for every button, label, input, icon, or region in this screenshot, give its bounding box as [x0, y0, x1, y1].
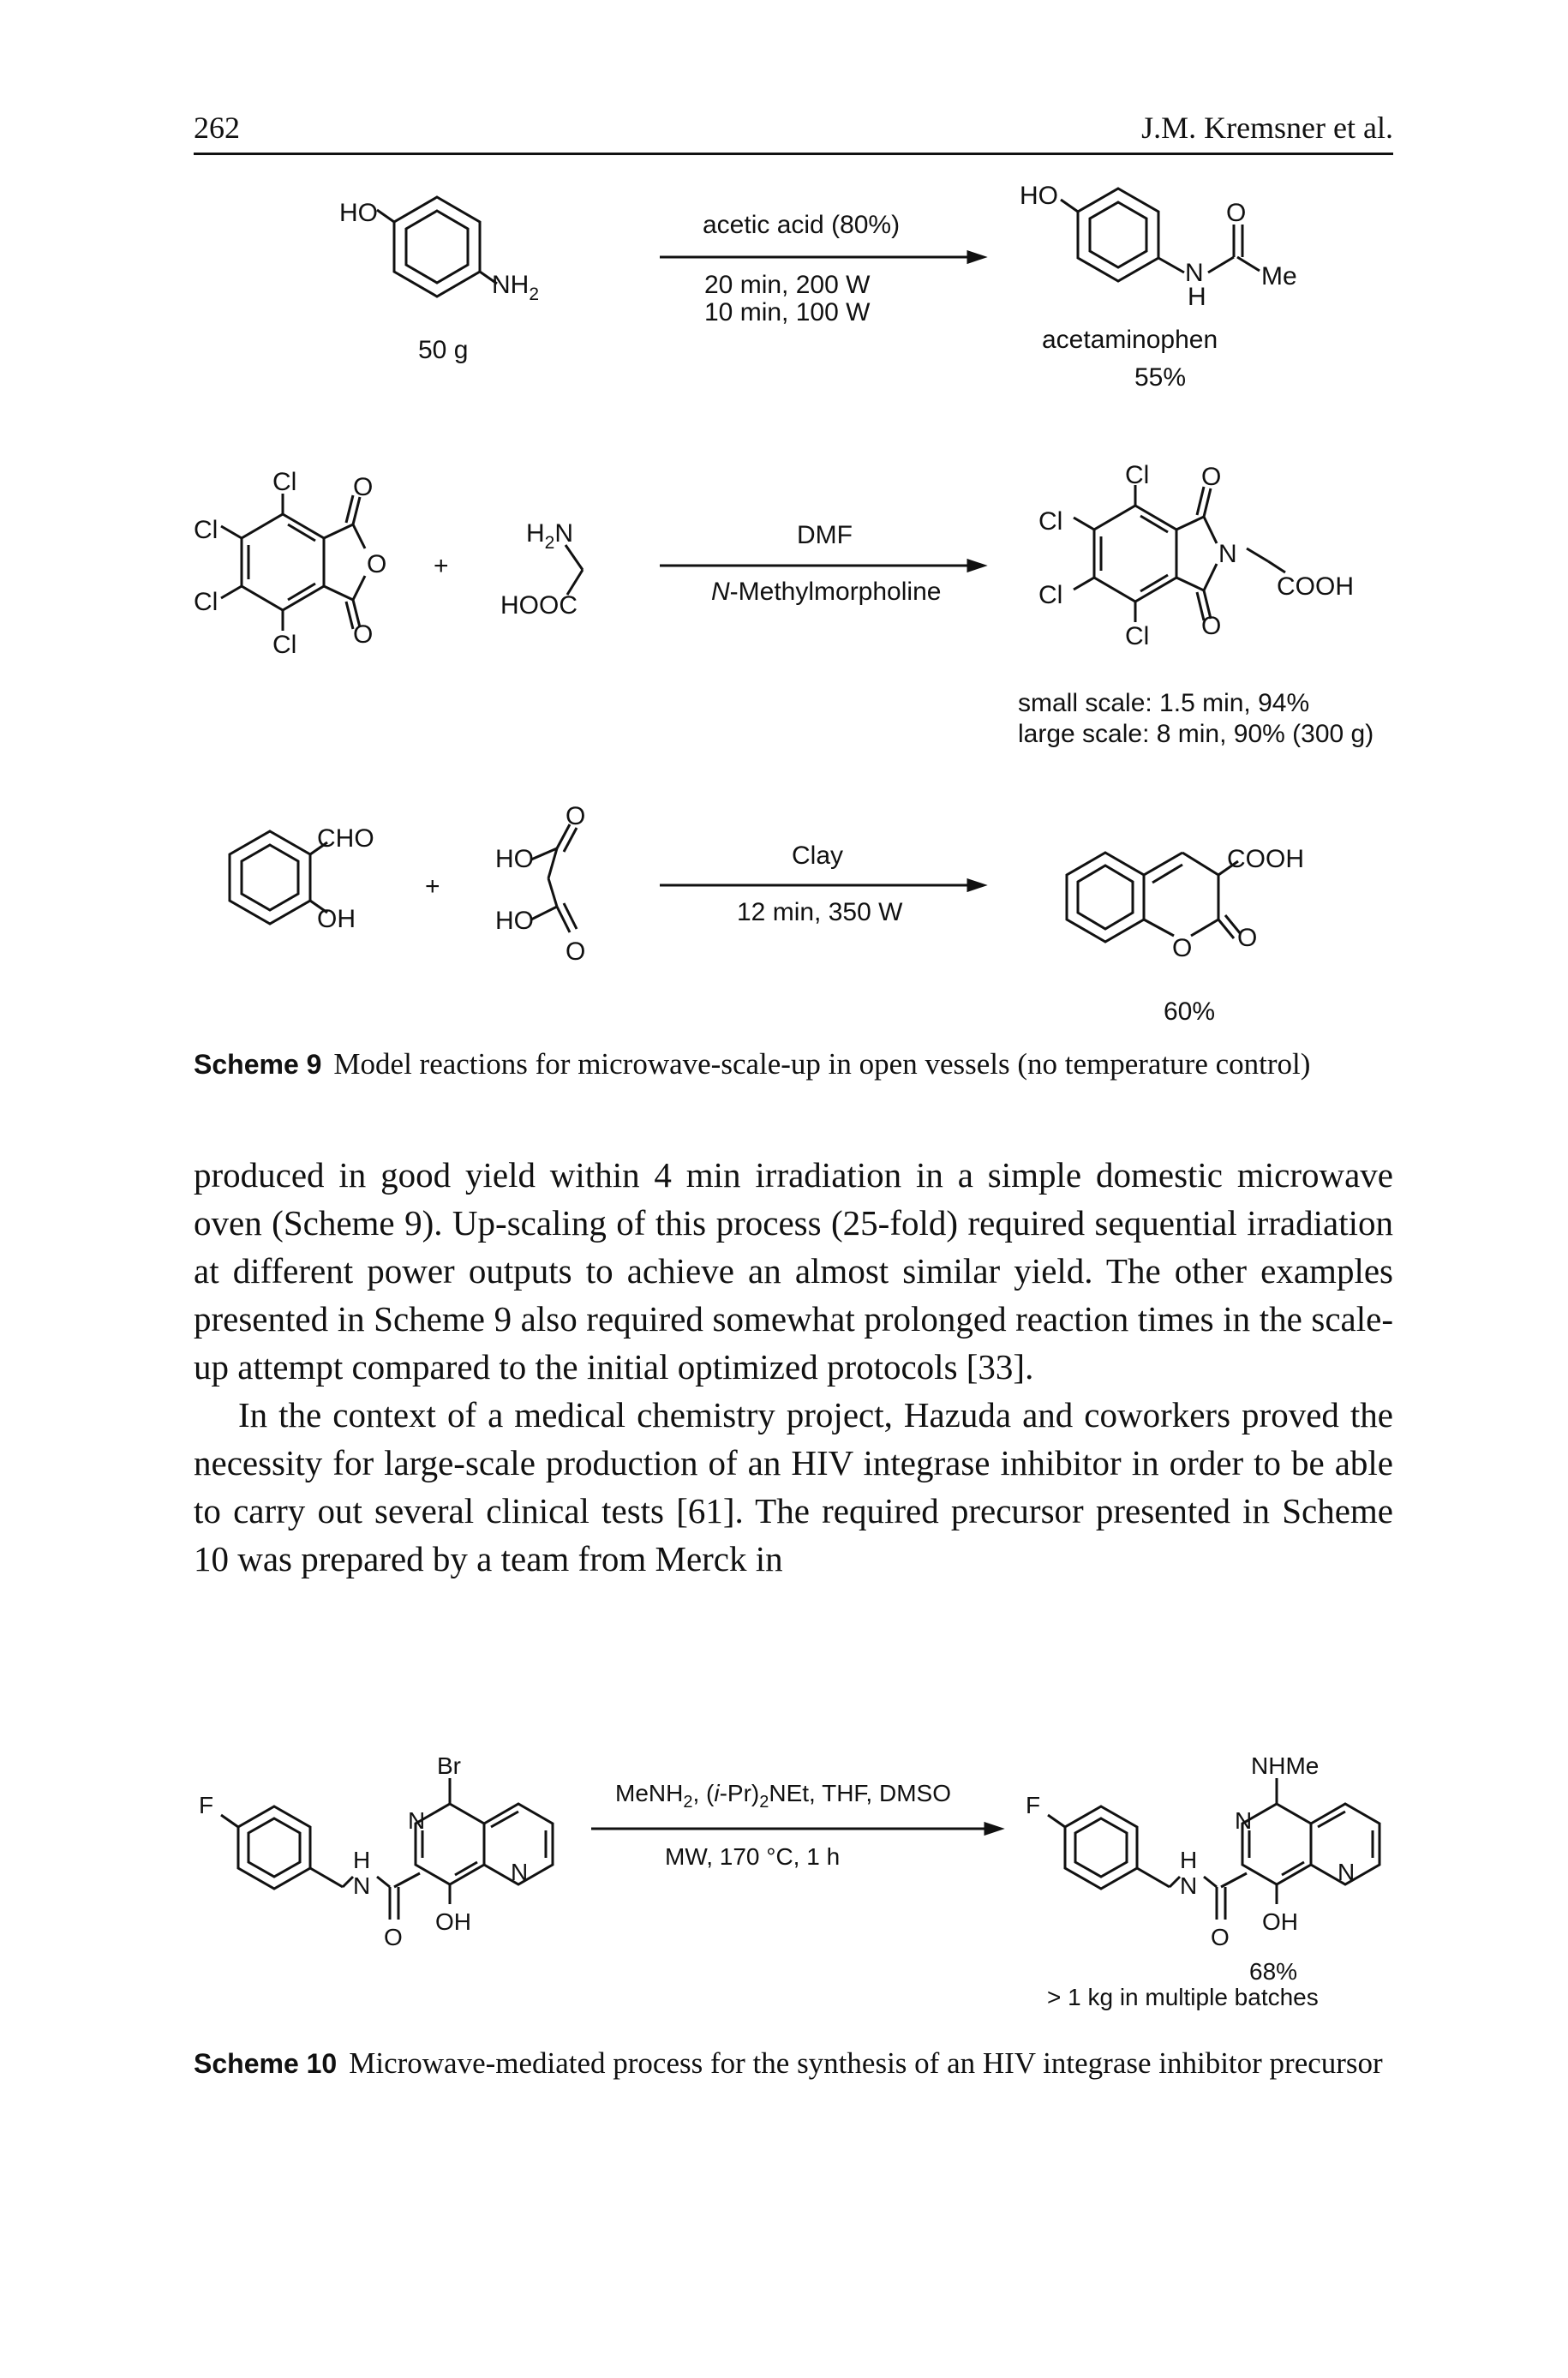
r1-product-h: H [1188, 283, 1206, 311]
r2-cl-bottom: Cl [272, 631, 296, 659]
s10-reactant-ring-n: N [408, 1807, 425, 1834]
r3-malonic-acid [530, 824, 578, 933]
s10-product-ring-n2: N [1338, 1859, 1355, 1885]
r2-o-ring: O [367, 550, 386, 578]
r3-product-o-carbonyl: O [1237, 924, 1257, 952]
r2-glycine [564, 544, 584, 596]
running-head: J.M. Kremsner et al. [1141, 111, 1393, 145]
scheme-9-caption-label: Scheme 9 [194, 1049, 322, 1080]
r3-ho-bottom: HO [495, 907, 534, 935]
r1-cond-above: acetic acid (80%) [703, 211, 900, 239]
header-rule [194, 153, 1393, 155]
r1-reactant-ring [376, 195, 498, 298]
s10-yield: 68% [1249, 1958, 1297, 1985]
s10-product-o: O [1211, 1924, 1230, 1950]
scheme-9-caption-text: Model reactions for microwave-scale-up i… [333, 1047, 1311, 1081]
r3-cho: CHO [317, 824, 374, 853]
s10-reactant-f: F [199, 1792, 213, 1818]
r2-cond-below: N-Methylmorpholine [711, 578, 941, 606]
r3-coumarin [1065, 851, 1242, 943]
r3-oh: OH [317, 905, 356, 933]
r2-o-top: O [353, 473, 373, 501]
r3-product-o-ring: O [1172, 934, 1192, 962]
r3-salicylaldehyde [228, 830, 328, 925]
r1-product-o: O [1226, 199, 1246, 227]
r2-product-cl-bottom: Cl [1125, 622, 1149, 650]
s10-product-n: N [1180, 1872, 1197, 1899]
r2-product-o-top: O [1201, 463, 1221, 491]
r1-ho-label: HO [339, 199, 378, 227]
r2-product-cl-left-top: Cl [1038, 507, 1062, 536]
r2-product [1073, 485, 1286, 622]
s10-cond-below: MW, 170 °C, 1 h [665, 1843, 840, 1870]
r1-product-n: N [1185, 259, 1204, 287]
r2-plus: + [434, 552, 449, 580]
r3-yield: 60% [1164, 997, 1215, 1026]
page-number: 262 [194, 111, 240, 145]
r2-note-2: large scale: 8 min, 90% (300 g) [1018, 720, 1373, 748]
s10-product-ring-n: N [1235, 1807, 1252, 1834]
r2-cl-top: Cl [272, 468, 296, 496]
r1-product-me: Me [1261, 262, 1297, 291]
r3-cond-above: Clay [792, 842, 843, 870]
r3-cond-below: 12 min, 350 W [737, 898, 903, 926]
r2-product-cooh: COOH [1277, 572, 1354, 601]
r2-cond-above: DMF [797, 521, 853, 549]
r2-note-1: small scale: 1.5 min, 94% [1018, 689, 1309, 717]
r1-product-name: acetaminophen [1042, 326, 1218, 354]
s10-cond-above: MeNH2, (i-Pr)2NEt, THF, DMSO [615, 1780, 951, 1812]
s10-reactant-br: Br [437, 1752, 461, 1779]
r3-product-cooh: COOH [1227, 845, 1304, 873]
r1-product-ring [1060, 187, 1260, 283]
scheme-10-figure: F H N O OH Br N N MeNH2, (i-Pr)2NEt, THF… [199, 1752, 1381, 2010]
r1-nh2-label: NH2 [492, 271, 539, 304]
s10-reactant-h: H [353, 1847, 370, 1873]
page-header: 262 J.M. Kremsner et al. [194, 110, 1393, 153]
s10-reactant-o: O [384, 1924, 403, 1950]
s10-note: > 1 kg in multiple batches [1047, 1984, 1319, 2010]
r3-ho-top: HO [495, 845, 534, 873]
s10-reactant [220, 1778, 554, 1920]
s10-reactant-oh: OH [435, 1908, 471, 1935]
s10-product [1047, 1778, 1381, 1920]
r2-o-bottom: O [353, 620, 373, 649]
r2-product-cl-top: Cl [1125, 461, 1149, 489]
s10-product-oh: OH [1262, 1908, 1298, 1935]
r1-cond-below-1: 20 min, 200 W [704, 271, 871, 299]
r3-o-bottom: O [566, 937, 585, 966]
r2-product-cl-left-bottom: Cl [1038, 581, 1062, 609]
s10-reactant-n: N [353, 1872, 370, 1899]
scheme-10-caption: Scheme 10 Microwave-mediated process for … [194, 2043, 1393, 2084]
r1-cond-below-2: 10 min, 100 W [704, 298, 871, 326]
s10-product-nhme: NHMe [1251, 1752, 1319, 1779]
r3-plus: + [425, 872, 440, 901]
r2-amine-h2n: H2N [526, 519, 573, 553]
r2-product-o-bottom: O [1201, 612, 1221, 640]
body-text: produced in good yield within 4 min irra… [194, 1151, 1393, 1583]
r3-o-top: O [566, 802, 585, 830]
r1-product-ho: HO [1020, 182, 1058, 210]
r1-yield: 55% [1134, 363, 1186, 392]
scheme-10-caption-text: Microwave-mediated process for the synth… [349, 2046, 1383, 2080]
body-paragraph-2: In the context of a medical chemistry pr… [194, 1395, 1393, 1578]
scheme-9-caption: Scheme 9 Model reactions for microwave-sc… [194, 1044, 1393, 1085]
r2-cl-left-bottom: Cl [194, 588, 218, 616]
scheme-10-caption-label: Scheme 10 [194, 2048, 338, 2079]
scheme-9-figure: HO NH2 50 g acetic acid (80%) 20 min, 20… [194, 182, 1373, 1026]
r2-cl-left-top: Cl [194, 516, 218, 544]
r2-anhydride [220, 494, 367, 631]
s10-product-f: F [1026, 1792, 1040, 1818]
body-paragraph-1: produced in good yield within 4 min irra… [194, 1155, 1393, 1387]
s10-reactant-ring-n2: N [511, 1859, 528, 1885]
r1-amount: 50 g [418, 336, 468, 364]
r2-amine-hooc: HOOC [500, 591, 578, 620]
r2-product-n: N [1218, 540, 1237, 568]
s10-product-h: H [1180, 1847, 1197, 1873]
